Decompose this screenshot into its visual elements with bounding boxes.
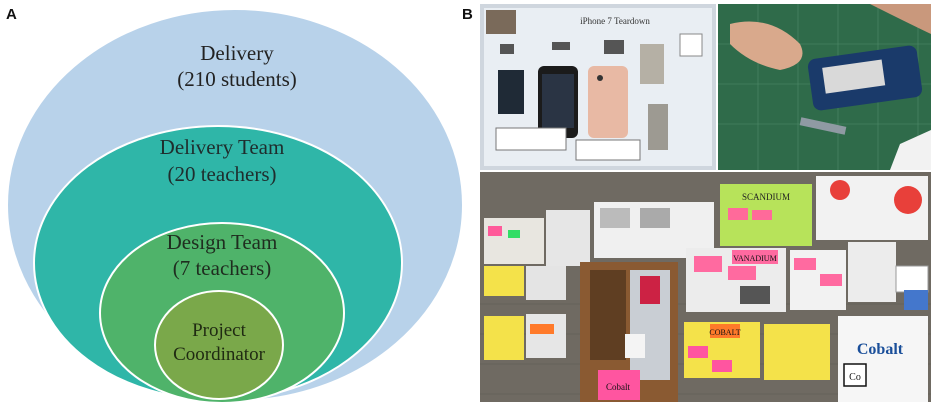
design-team-subtitle: (7 teachers)	[173, 256, 272, 280]
panel-a-label: A	[6, 6, 17, 23]
delivery-team-subtitle: (20 teachers)	[167, 162, 276, 186]
classroom-photo-collage: iPhone 7 Teardown	[480, 4, 931, 402]
panel-b-label: B	[462, 6, 473, 23]
scandium-title: SCANDIUM	[742, 192, 790, 202]
door-cobalt-note: Cobalt	[606, 382, 630, 392]
teardown-poster-photo: iPhone 7 Teardown	[480, 4, 716, 170]
delivery-subtitle: (210 students)	[177, 67, 297, 91]
delivery-team-title: Delivery Team	[160, 135, 285, 159]
phone-repair-photo	[718, 4, 931, 170]
cobalt-symbol-box	[843, 363, 867, 387]
nested-ellipse-diagram: Delivery (210 students) Delivery Team (2…	[6, 8, 464, 402]
hand	[730, 21, 803, 70]
vanadium-banner	[732, 250, 778, 264]
classroom-wall-photo: SCANDIUM Cobalt VANADIUM COB	[480, 172, 931, 402]
cobalt-sign-title: Cobalt	[857, 341, 904, 358]
ring-project-coordinator	[154, 290, 284, 400]
poster-title: iPhone 7 Teardown	[580, 16, 650, 26]
battery-component	[498, 70, 524, 114]
design-team-title: Design Team	[167, 230, 278, 254]
cobalt-poster-title: COBALT	[709, 328, 740, 337]
project-coordinator-title: Project	[192, 320, 247, 341]
project-coordinator-subtitle: Coordinator	[173, 344, 265, 365]
delivery-title: Delivery	[200, 41, 274, 65]
cobalt-symbol: Co	[849, 372, 861, 383]
phone-back	[588, 66, 628, 138]
vanadium-title: VANADIUM	[733, 254, 776, 263]
